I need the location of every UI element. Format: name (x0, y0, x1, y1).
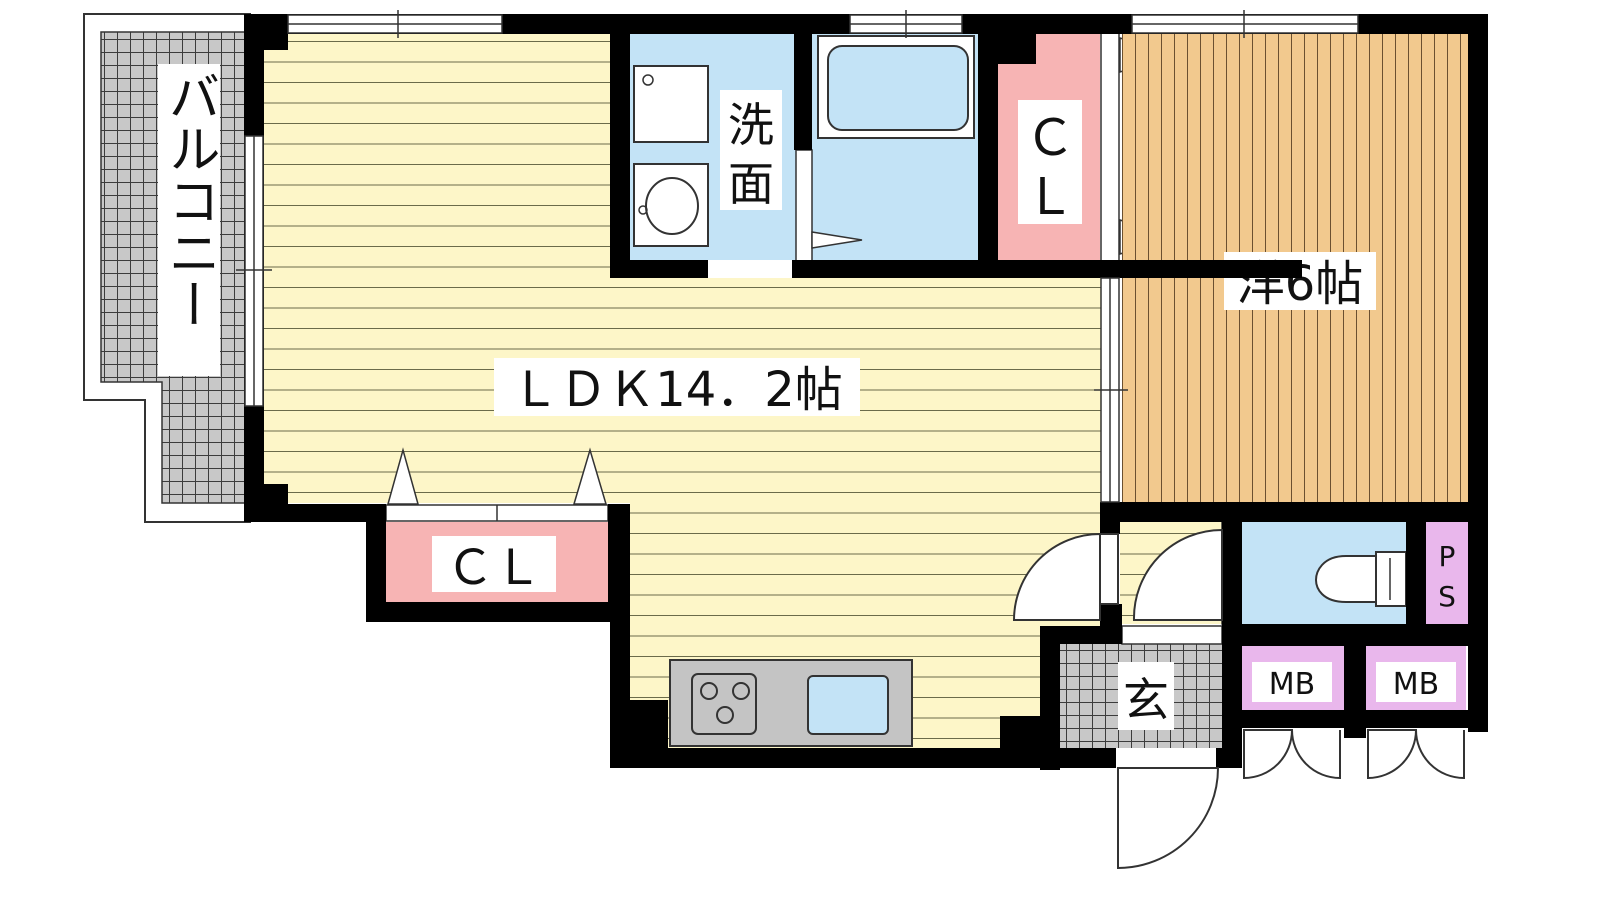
meter-box-1-label: MB (1269, 667, 1315, 702)
door-mb-2 (1367, 729, 1465, 780)
walls (244, 14, 1488, 770)
ldk-label-bg (494, 358, 860, 416)
closet-upper-label-bg (1018, 100, 1082, 224)
meter-box-1-label-bg (1252, 662, 1332, 702)
closet-upper-label-line1: Ｃ (1025, 109, 1075, 167)
washroom: 洗 面 (630, 32, 796, 260)
meter-box-1: MB (1242, 646, 1344, 710)
windows (236, 10, 1359, 407)
pipe-space-label-line1: P (1439, 540, 1456, 573)
toilet-room (1221, 521, 1407, 625)
closet-lower-label-bg (432, 536, 556, 592)
closet-lower: ＣＬ (385, 447, 609, 602)
doors (1012, 528, 1465, 870)
door-entrance (1117, 767, 1220, 870)
washroom-label-line2: 面 (728, 157, 774, 211)
sink (807, 675, 889, 735)
washroom-label-bg (720, 90, 782, 210)
kitchen-counter (669, 659, 913, 747)
closet-upper-label-line2: Ｌ (1025, 168, 1075, 226)
basin-icon (645, 177, 699, 235)
closet-upper-doors (1100, 31, 1120, 263)
stove (691, 673, 757, 735)
door-toilet (1132, 528, 1223, 621)
entrance-label-bg (1118, 662, 1174, 730)
balcony-label-bg (158, 64, 220, 376)
meter-box-2-label-bg (1376, 662, 1456, 702)
sliding-door-western (1094, 277, 1128, 503)
burner-icon (732, 682, 750, 700)
door-hall (1012, 532, 1101, 621)
bathroom (795, 32, 978, 263)
ldk-room: ＬＤＫ14．2帖 (262, 32, 1102, 748)
meter-box-2-label: MB (1393, 667, 1439, 702)
closet-upper: Ｃ Ｌ (998, 31, 1175, 263)
door-mb-1 (1243, 729, 1341, 780)
bath-door (795, 149, 813, 263)
burner-icon (700, 682, 718, 700)
meter-box-2: MB (1366, 646, 1466, 710)
drain-icon (642, 74, 654, 86)
entrance: 玄 (1060, 625, 1223, 748)
balcony: バルコニー (83, 13, 251, 523)
entrance-label: 玄 (1123, 673, 1169, 727)
closet-lower-label: ＣＬ (446, 540, 542, 596)
ldk-label: ＬＤＫ14．2帖 (511, 362, 843, 418)
washroom-label-line1: 洗 (728, 98, 774, 152)
pipe-space: P S (1426, 522, 1468, 624)
burner-icon (716, 706, 734, 724)
washing-machine-pan (633, 65, 709, 143)
balcony-label: バルコニー (159, 70, 219, 330)
pipe-space-label-line2: S (1438, 580, 1456, 613)
toilet-icon (1314, 555, 1377, 603)
